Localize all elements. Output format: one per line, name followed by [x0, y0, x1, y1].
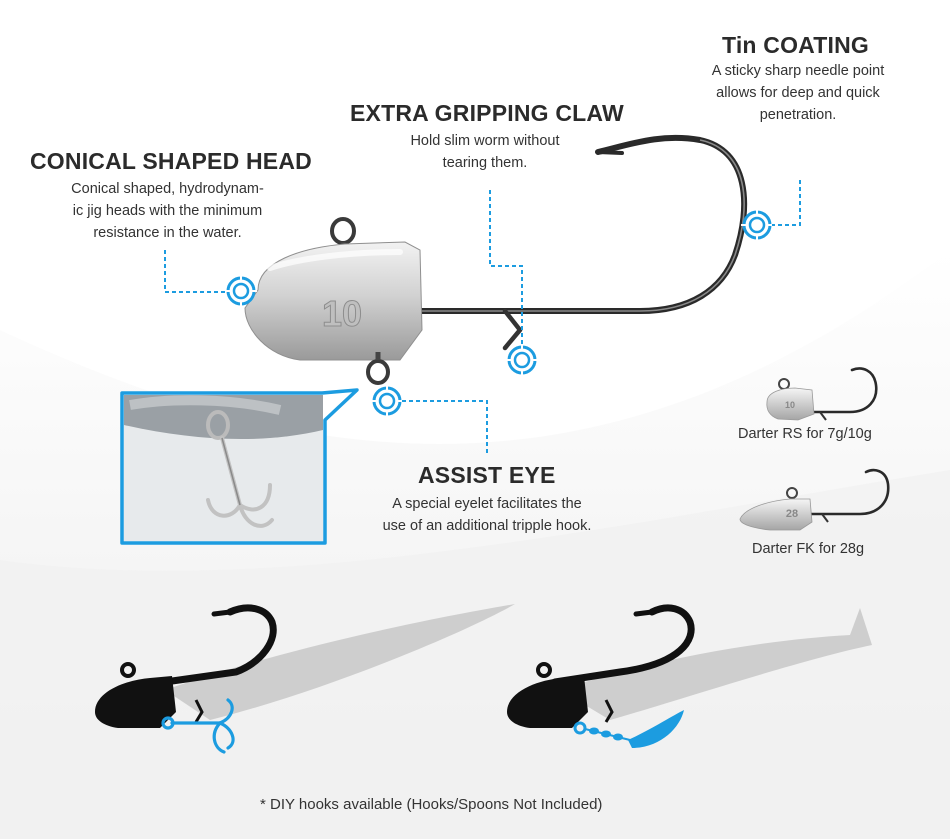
- rig-silhouette-spoon: [507, 604, 872, 748]
- variant-darter-rs: [766, 367, 878, 421]
- crosshair-target-icon: [371, 385, 403, 417]
- conical-head-description: Conical shaped, hydrodynam- ic jig heads…: [20, 178, 315, 244]
- leader-gripping-claw: [489, 190, 523, 345]
- gripping-claw-description: Hold slim worm without tearing them.: [360, 130, 610, 174]
- tin-coating-title: Tin COATING: [722, 32, 870, 58]
- assist-eye-title: ASSIST EYE: [418, 462, 556, 488]
- tin-coating-line-3: penetration.: [759, 107, 837, 123]
- footer-note: * DIY hooks available (Hooks/Spoons Not …: [260, 796, 603, 813]
- variant-darter-fk: [739, 468, 890, 531]
- background-swoosh-light: [0, 470, 950, 839]
- assist-eyelet: [366, 359, 390, 385]
- leader-assist-eye: [402, 400, 488, 455]
- callout-leader-lines: [164, 180, 801, 455]
- conical-head-title: CONICAL SHAPED HEAD: [30, 148, 312, 174]
- treble-hook-icon: [161, 698, 235, 754]
- variant-fk-marking: 28: [786, 508, 798, 520]
- gripping-claw-line-2: tearing them.: [442, 155, 528, 171]
- main-jig-head: [244, 134, 748, 385]
- leader-tin-coating: [772, 180, 801, 226]
- bait-shadow: [165, 604, 515, 720]
- assist-eye-description: A special eyelet facilitates the use of …: [352, 493, 622, 537]
- assist-detail-inset: [120, 388, 359, 545]
- crosshair-target-icon: [506, 344, 538, 376]
- crosshair-target-icon: [741, 209, 773, 241]
- conical-head-line-2: ic jig heads with the minimum: [72, 203, 263, 219]
- crosshair-target-icon: [225, 275, 257, 307]
- variant-rs-marking: 10: [785, 400, 795, 410]
- bait-shadow: [560, 608, 872, 720]
- tin-coating-line-2: allows for deep and quick: [716, 85, 880, 101]
- assist-eye-line-2: use of an additional tripple hook.: [382, 518, 592, 534]
- variant-fk-caption: Darter FK for 28g: [752, 541, 865, 557]
- conical-head-line-3: resistance in the water.: [93, 225, 242, 241]
- gripping-claw: [502, 308, 523, 351]
- weight-marking: 10: [322, 293, 362, 334]
- variant-rs-caption: Darter RS for 7g/10g: [738, 426, 872, 442]
- willow-spoon-icon: [573, 710, 684, 748]
- tin-coating-description: A sticky sharp needle point allows for d…: [683, 60, 913, 126]
- assist-eye-line-1: A special eyelet facilitates the: [392, 496, 582, 512]
- gripping-claw-line-1: Hold slim worm without: [410, 133, 560, 149]
- leader-conical-head: [164, 250, 226, 293]
- tin-coating-line-1: A sticky sharp needle point: [711, 63, 885, 79]
- gripping-claw-title: EXTRA GRIPPING CLAW: [350, 100, 624, 126]
- conical-head-line-1: Conical shaped, hydrodynam-: [71, 181, 264, 197]
- rig-silhouette-treble: [95, 604, 515, 754]
- line-eye: [330, 217, 356, 245]
